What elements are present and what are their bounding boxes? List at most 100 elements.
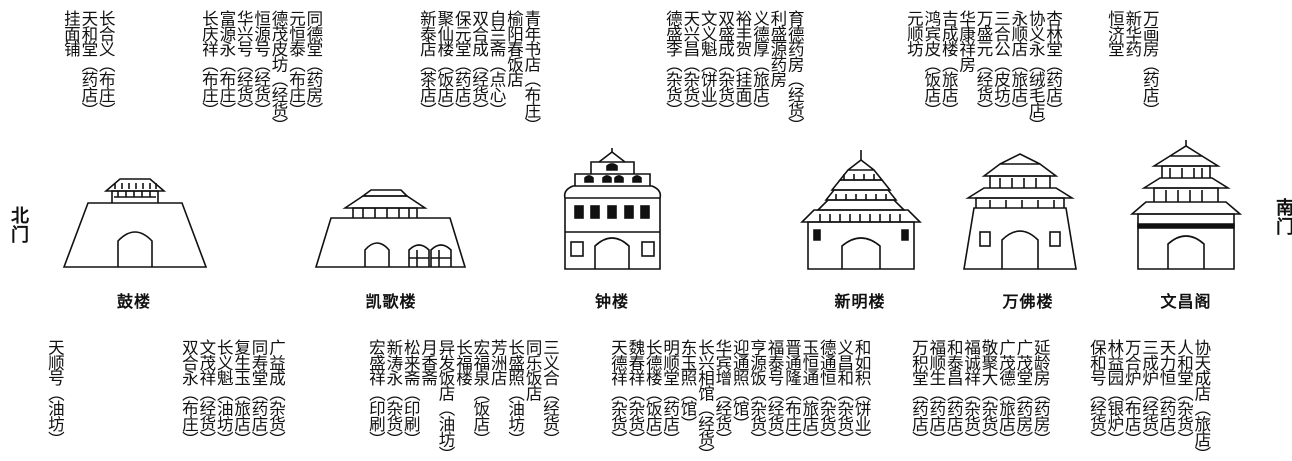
- shop-column: 三成炉（经货）: [1139, 339, 1159, 447]
- shop-column: 宏福泉（饭店）: [470, 339, 490, 447]
- shop-column: 人和堂（杂货）: [1174, 339, 1194, 447]
- shop-column: 文茂祥（经货）: [196, 339, 216, 447]
- shop-column: 德通恒（杂货）: [817, 339, 837, 447]
- shops-bottom-wanfo: 延龄房（药房） 广茂堂（药房） 广茂德（旅店） 敬聚大（杂货） 福诚祥（杂货） …: [909, 339, 1051, 447]
- shop-column: 林益园（银炉）: [1104, 339, 1124, 447]
- shop-column: 华康祥房: [956, 10, 976, 72]
- shops-bottom-gulou: 天顺号（油坊）: [45, 339, 65, 447]
- building-gulou: [62, 178, 208, 268]
- shop-column: 广茂德（旅店）: [996, 339, 1016, 447]
- shop-column: 长义魁（油坊）: [214, 339, 234, 447]
- shop-column: 恒源号（经货）: [251, 10, 271, 118]
- shops-top-wanfo: 杏林堂（药店） 协义永（绒毛店） 永顺店（旅店） 三合公（皮坊） 万盛元（经货）…: [904, 10, 1063, 133]
- shop-column: 自兰斋（点心）: [487, 10, 507, 118]
- shops-bottom-kaige: 广益成（杂货） 同寿堂（药店） 复生玉（旅店） 长义魁（油坊） 文茂祥（经货） …: [179, 339, 285, 447]
- caption-kaigelou: 凯歌楼: [365, 292, 417, 311]
- shop-column: 榆阳春饭店: [504, 10, 524, 87]
- caption-gulou: 鼓楼: [116, 292, 152, 311]
- shop-column: 吉成楼（旅店）: [939, 10, 959, 118]
- shop-column: 广茂堂（药房）: [1013, 339, 1033, 447]
- shop-column: 延龄房（药房）: [1031, 339, 1051, 447]
- shop-column: 义德厚（旅店）: [750, 10, 770, 118]
- shop-column: 福泰号（经货）: [765, 339, 785, 447]
- shop-column: 魏春祥（杂货）: [625, 339, 645, 447]
- shop-column: 三合公（皮坊）: [991, 10, 1011, 118]
- building-wanfolou: [963, 153, 1077, 270]
- shop-column: 德茂皮坊（经货）: [269, 10, 289, 133]
- caption-xinminglou: 新明楼: [834, 292, 886, 311]
- shop-column: 三义合（经货）: [540, 339, 560, 447]
- shop-column: 福顺生（药店）: [926, 339, 946, 447]
- shop-column: 新泰店（茶店）: [417, 10, 437, 118]
- shop-column: 杏林堂（药店）: [1043, 10, 1063, 118]
- shop-column: 双合永（布庄）: [179, 339, 199, 447]
- shop-column: 长庆祥（布庄）: [199, 10, 219, 118]
- shop-column: 天顺号（油坊）: [45, 339, 65, 447]
- shop-column: 东玉照（馆）: [678, 339, 698, 431]
- shop-column: 新华药: [1122, 10, 1142, 56]
- shops-bottom-xinming: 和如积（饼业） 义昌和（杂货） 德通恒（杂货） 玉恒通（旅店） 晋通隆（布庄） …: [608, 339, 872, 461]
- shop-column: 聚仙楼（饭店）: [434, 10, 454, 118]
- shop-column: 元顺坊: [904, 10, 924, 56]
- shop-column: 长合义（布庄）: [96, 10, 116, 118]
- shop-column: 明顺堂（药店）: [660, 339, 680, 447]
- shop-column: 晋通隆（布庄）: [782, 339, 802, 447]
- shop-column: 长盛照（油坊）: [505, 339, 525, 447]
- shops-bottom-wenchang: 协天成店（旅店） 人和堂（杂货） 天力恒（药店） 三成炉（经货） 万合炉（布店）…: [1087, 339, 1210, 461]
- shops-top-xinming: 育德药房（经货） 利盛源药房 义德厚（旅店） 裕丰贺（挂面） 双盛成（杂货） 文…: [663, 10, 805, 133]
- shop-column: 万积堂（药店）: [909, 339, 929, 447]
- shop-column: 宏盛祥（印刷）: [366, 339, 386, 447]
- building-zhonglou: [563, 148, 662, 270]
- shop-column: 亨源饭（杂货）: [747, 339, 767, 447]
- shop-column: 保元堂（药店）: [452, 10, 472, 118]
- label-south-gate: 南门: [1273, 198, 1292, 236]
- caption-wanfolou: 万佛楼: [1002, 292, 1054, 311]
- shop-column: 天力恒（药店）: [1157, 339, 1177, 447]
- label-north-gate: 北门: [8, 206, 29, 244]
- shop-column: 万画房（药店）: [1140, 10, 1160, 118]
- caption-zhonglou: 钟楼: [594, 292, 630, 311]
- shop-column: 育德药房（经货）: [785, 10, 805, 133]
- shop-column: 永顺店（旅店）: [1008, 10, 1028, 118]
- shops-top-gulou: 长合义（布庄） 天和堂（药店） 挂面铺: [61, 10, 116, 118]
- shop-column: 天兴昌（杂货）: [680, 10, 700, 118]
- shop-column: 元恒泰（布庄）: [286, 10, 306, 118]
- shop-column: 文义魁（饼业）: [698, 10, 718, 118]
- shop-column: 挂面铺: [61, 10, 81, 56]
- shops-bottom-zhonglou: 三义合（经货） 同乐饭店 长盛照（油坊） 芳洲店 宏福泉（饭店） 长福楼 异发饭…: [366, 339, 560, 461]
- shops-top-kaige: 同德堂（药房） 元恒泰（布庄） 德茂皮坊（经货） 恒源号（经货） 华兴号（经货）…: [199, 10, 323, 133]
- building-xinminglou: [800, 150, 922, 270]
- shop-column: 义昌和（杂货）: [834, 339, 854, 447]
- shop-column: 华兴号（经货）: [234, 10, 254, 118]
- shops-top-zhonglou: 青年书店（布庄） 榆阳春饭店 自兰斋（点心） 双合成（经货） 保元堂（药店） 聚…: [417, 10, 540, 132]
- caption-wenchangge: 文昌阁: [1160, 292, 1212, 311]
- shop-column: 保和号（经货）: [1087, 339, 1107, 447]
- shop-column: 松来斋（印刷）: [401, 339, 421, 447]
- shop-column: 德盛李（杂货）: [663, 10, 683, 118]
- shop-column: 同德堂（药房）: [303, 10, 323, 118]
- shops-top-wenchang: 万画房（药店） 新华药 恒济堂: [1105, 10, 1160, 118]
- shop-column: 天德祥（杂货）: [608, 339, 628, 447]
- shop-column: 长兴相馆（经货）: [695, 339, 715, 461]
- shop-column: 复生玉（旅店）: [231, 339, 251, 447]
- shop-column: 迎通照（馆）: [730, 339, 750, 431]
- shop-column: 双盛成（杂货）: [715, 10, 735, 118]
- shop-column: 天和堂（药店）: [78, 10, 98, 118]
- shop-column: 玉恒通（旅店）: [799, 339, 819, 447]
- shop-column: 敬聚大（杂货）: [979, 339, 999, 447]
- shop-column: 万盛元（经货）: [974, 10, 994, 118]
- shop-column: 福诚祥（杂货）: [961, 339, 981, 447]
- shop-column: 协义永（绒毛店）: [1026, 10, 1046, 133]
- building-kaigelou: [314, 189, 467, 268]
- shop-column: 恒济堂: [1105, 10, 1125, 56]
- shop-column: 鸿宾皮（饭店）: [921, 10, 941, 118]
- shop-column: 和如积（饼业）: [852, 339, 872, 447]
- shop-column: 同寿堂（药店）: [249, 339, 269, 447]
- shop-column: 裕丰贺（挂面）: [733, 10, 753, 118]
- shop-column: 富源永（布庄）: [216, 10, 236, 118]
- shop-column: 万合炉（布店）: [1122, 339, 1142, 447]
- shop-column: 利盛源药房: [767, 10, 787, 87]
- building-wenchangge: [1129, 140, 1243, 270]
- shop-column: 长福楼: [453, 339, 473, 385]
- shop-column: 双合成（经货）: [469, 10, 489, 118]
